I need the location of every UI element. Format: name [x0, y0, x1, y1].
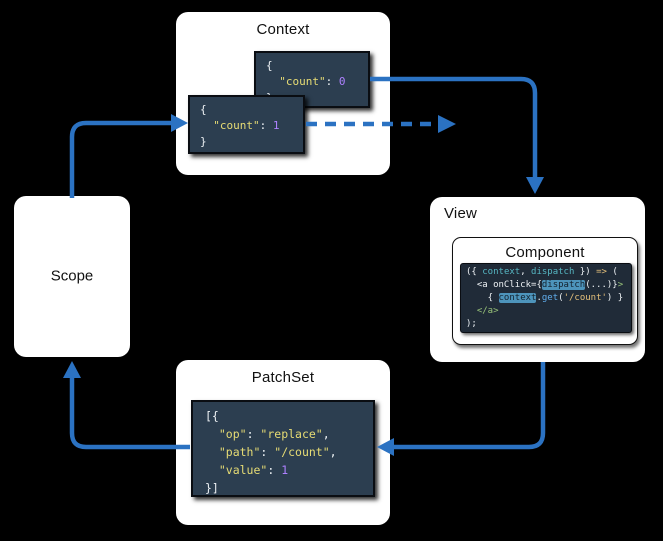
arrow-view-to-patchset	[377, 362, 546, 456]
component-codebox: ({ context, dispatch }) => ( <a onClick=…	[460, 263, 632, 333]
scope-title: Scope	[50, 267, 94, 285]
patchset-title: PatchSet	[251, 369, 315, 386]
arrow-scope-to-context	[69, 114, 188, 198]
context-title: Context	[256, 21, 310, 38]
view-title: View	[444, 205, 478, 222]
scope-panel: Scope	[14, 196, 130, 357]
patchset-codebox: [{ "op": "replace", "path": "/count", "v…	[191, 400, 375, 497]
arrow-context-to-view	[370, 76, 544, 194]
arrow-patchset-to-scope	[63, 361, 190, 450]
context-state-new-codebox: { "count": 1}	[188, 95, 305, 154]
component-title: Component	[505, 244, 585, 261]
